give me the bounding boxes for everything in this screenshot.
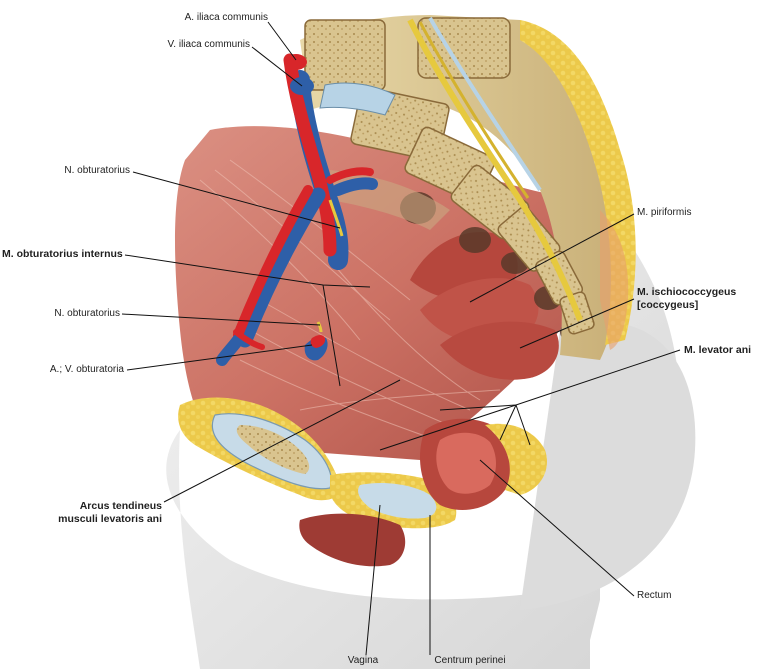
leader-n-obt-1: [132, 171, 341, 229]
leader-n-obt-2: [121, 313, 321, 326]
label-m-ischiococcygeus: M. ischiococcygeus: [637, 286, 737, 298]
obturator-nerve-distal-shape: [316, 321, 323, 333]
buttock-shape: [520, 322, 696, 610]
leader-a-iliaca: [267, 21, 297, 61]
label-arcus-tendineus: Arcus tendineus: [79, 500, 162, 512]
label-v-iliaca-communis: V. iliaca communis: [167, 39, 250, 50]
leader-lines: [121, 21, 681, 656]
obturator-nerve-shape: [328, 199, 344, 237]
label-centrum-perinei: Centrum perinei: [434, 655, 506, 666]
leader-v-iliaca: [251, 46, 303, 87]
rectum-shape: [420, 418, 548, 510]
label-m-levator-ani: M. levator ani: [684, 344, 752, 356]
leader-levator-4: [515, 404, 531, 446]
label-vagina: Vagina: [347, 655, 379, 666]
label-a-iliaca-communis: A. iliaca communis: [184, 12, 268, 23]
label-n-obturatorius-upper: N. obturatorius: [64, 165, 130, 176]
sacral-nerves: [407, 17, 583, 322]
label-n-obturatorius-lower: N. obturatorius: [54, 308, 120, 319]
leader-ischio: [519, 298, 635, 349]
label-rectum: Rectum: [637, 590, 672, 601]
label-m-obturatorius-internus: M. obturatorius internus: [2, 248, 123, 260]
leader-av-obt: [126, 344, 313, 371]
label-coccygeus: [coccygeus]: [637, 299, 699, 311]
leader-levator-2: [379, 404, 517, 451]
leader-arcus: [163, 379, 401, 503]
piriformis-lobes: [410, 232, 559, 380]
sacrum-vertebrae: [300, 15, 619, 360]
label-av-obturatoria: A.; V. obturatoria: [49, 364, 124, 375]
leader-obt-int-2: [322, 284, 341, 387]
leader-vagina: [365, 504, 381, 656]
perineal-structures: [299, 472, 457, 567]
leader-levator-3: [499, 404, 517, 441]
label-musculi-levatoris-ani: musculi levatoris ani: [58, 513, 162, 525]
label-m-piriformis: M. piriformis: [637, 207, 692, 218]
leader-piriformis: [469, 213, 635, 303]
pubic-region: [178, 397, 341, 501]
leader-rectum: [479, 459, 635, 597]
